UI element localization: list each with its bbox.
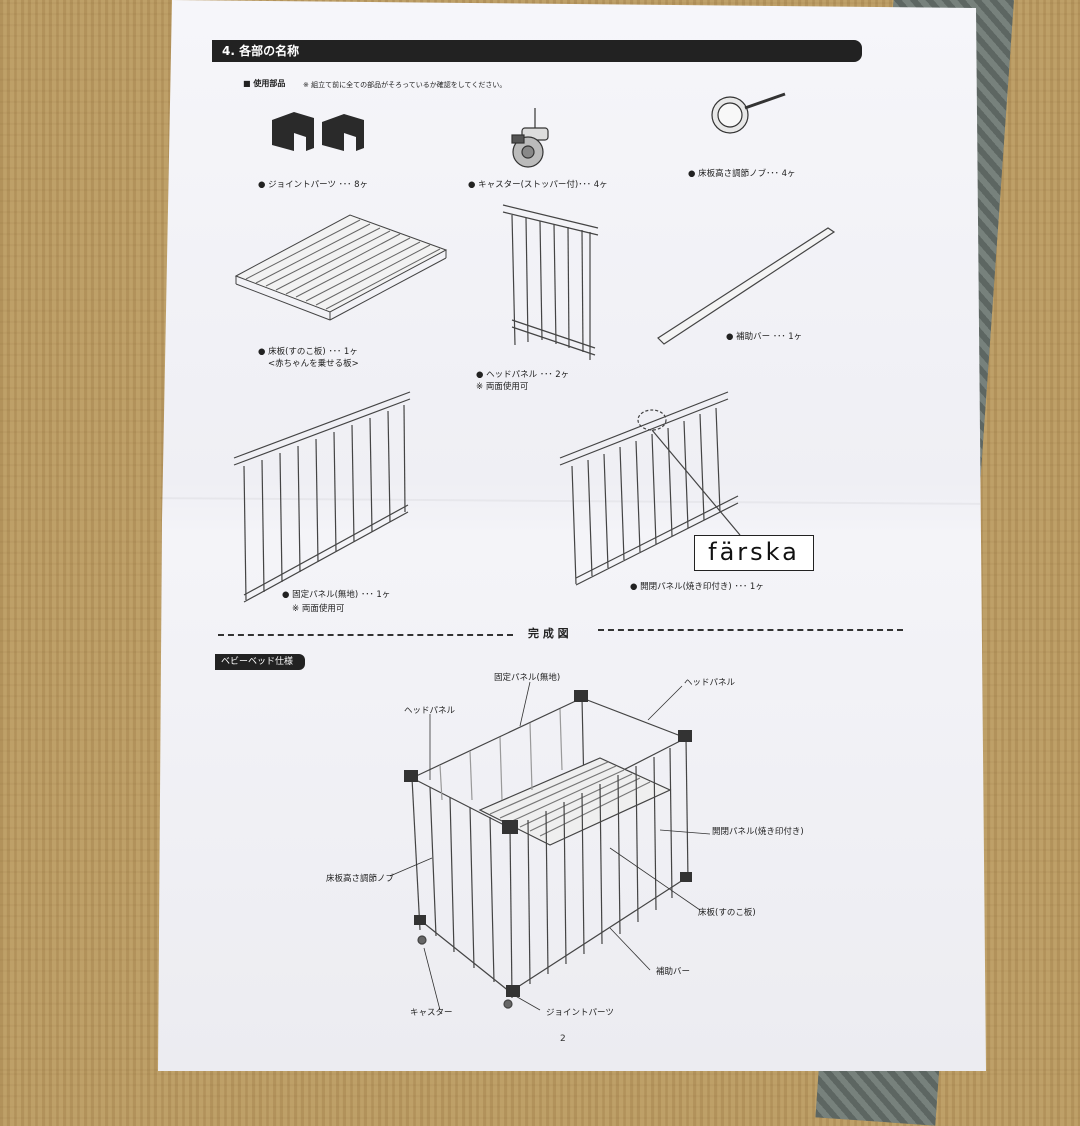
callout-bar: 補助バー bbox=[656, 967, 691, 977]
callout-fixed-panel: 固定パネル(無地) bbox=[494, 673, 561, 683]
support-bar-image bbox=[657, 227, 836, 345]
callout-caster: キャスター bbox=[410, 1008, 453, 1018]
callout-knob: 床板高さ調節ノブ bbox=[326, 874, 395, 884]
callout-joint: ジョイントパーツ bbox=[546, 1008, 614, 1018]
divider-right bbox=[598, 629, 903, 631]
fixed-panel-sublabel: ※ 両面使用可 bbox=[292, 604, 345, 614]
callout-floor: 床板(すのこ板) bbox=[698, 908, 756, 918]
spec-tag: ベビーベッド仕様 bbox=[215, 654, 305, 670]
parts-note: ※ 組立て前に全ての部品がそろっているか確認をしてください。 bbox=[303, 81, 507, 89]
fixed-panel-image bbox=[233, 391, 411, 603]
joint-parts-image bbox=[272, 112, 364, 151]
divider-left bbox=[218, 634, 513, 636]
joint-parts-label: ● ジョイントパーツ ･･･ 8ヶ bbox=[258, 180, 369, 190]
section-header: 4. 各部の名称 bbox=[212, 40, 862, 62]
head-panel-sublabel: ※ 両面使用可 bbox=[476, 382, 529, 392]
head-panel-image bbox=[502, 204, 599, 360]
parts-illustrations bbox=[233, 92, 836, 1011]
callout-head-panel-left: ヘッドパネル bbox=[404, 706, 456, 716]
page-number: 2 bbox=[560, 1034, 566, 1044]
caster-image bbox=[511, 108, 549, 168]
completed-crib-image bbox=[389, 681, 711, 1011]
floor-board-sublabel: <赤ちゃんを乗せる板> bbox=[268, 359, 359, 369]
callout-head-panel-right: ヘッドパネル bbox=[684, 678, 736, 688]
knob-image bbox=[711, 92, 786, 134]
support-bar-label: ● 補助バー ･･･ 1ヶ bbox=[726, 332, 803, 342]
opening-panel-image bbox=[559, 391, 741, 586]
floor-board-image bbox=[234, 214, 448, 321]
head-panel-label: ● ヘッドパネル ･･･ 2ヶ bbox=[476, 370, 570, 380]
instruction-sheet bbox=[158, 0, 986, 1071]
callout-open-panel: 開閉パネル(焼き印付き) bbox=[712, 827, 804, 837]
opening-panel-label: ● 開閉パネル(焼き印付き) ･･･ 1ヶ bbox=[630, 582, 764, 592]
fixed-panel-label: ● 固定パネル(無地) ･･･ 1ヶ bbox=[282, 590, 391, 600]
farska-logo: färska bbox=[694, 535, 814, 571]
caster-label: ● キャスター(ストッパー付)･･･ 4ヶ bbox=[468, 180, 608, 190]
parts-heading: ■ 使用部品 bbox=[243, 79, 286, 88]
floor-board-label: ● 床板(すのこ板) ･･･ 1ヶ bbox=[258, 347, 358, 357]
completed-title: 完 成 図 bbox=[528, 627, 569, 640]
knob-label: ● 床板高さ調節ノブ･･･ 4ヶ bbox=[688, 169, 796, 179]
